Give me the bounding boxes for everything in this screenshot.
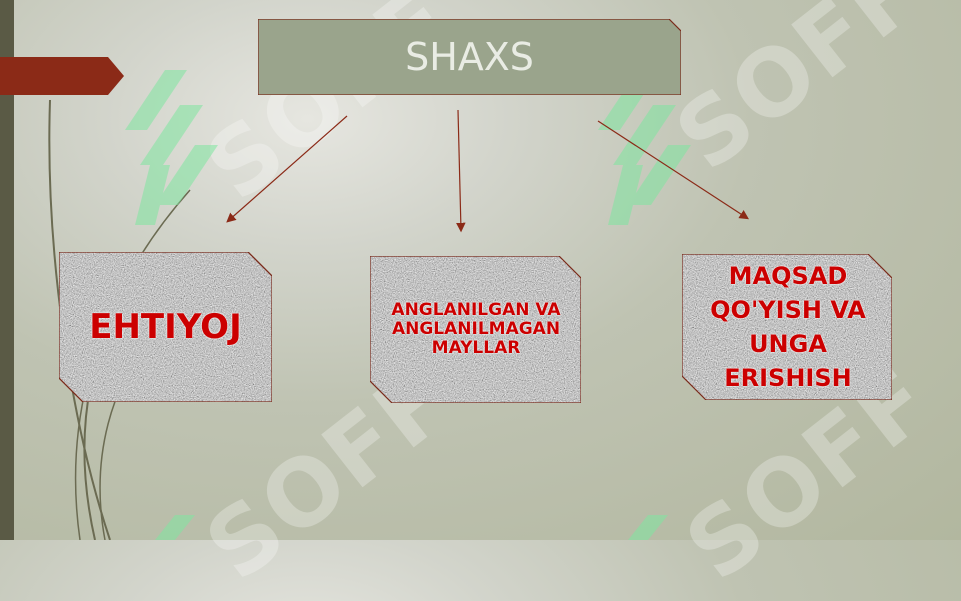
connector-arrow <box>597 120 750 220</box>
concept-box-3-label: MAQSAD QO'YISH VA UNGA ERISHISH <box>710 262 866 392</box>
watermark-logo-icon <box>628 515 668 540</box>
concept-box-1-label: EHTIYOJ <box>89 307 242 347</box>
concept-box-2-label: ANGLANILGAN VA ANGLANILMAGAN MAYLLAR <box>391 300 561 358</box>
watermark-logo-icon <box>155 515 195 540</box>
concept-box-3 <box>682 254 892 400</box>
title-label: SHAXS <box>405 35 534 79</box>
connector-arrow <box>226 115 348 223</box>
left-accent-stripe <box>0 0 14 540</box>
red-arrow-tab <box>0 57 124 95</box>
watermark-logo-icon <box>125 70 218 225</box>
connector-arrow <box>456 109 466 233</box>
connector-arrows <box>226 109 750 233</box>
concept-box-1 <box>59 252 272 402</box>
title-box <box>258 19 681 95</box>
concept-box-2 <box>370 256 581 403</box>
